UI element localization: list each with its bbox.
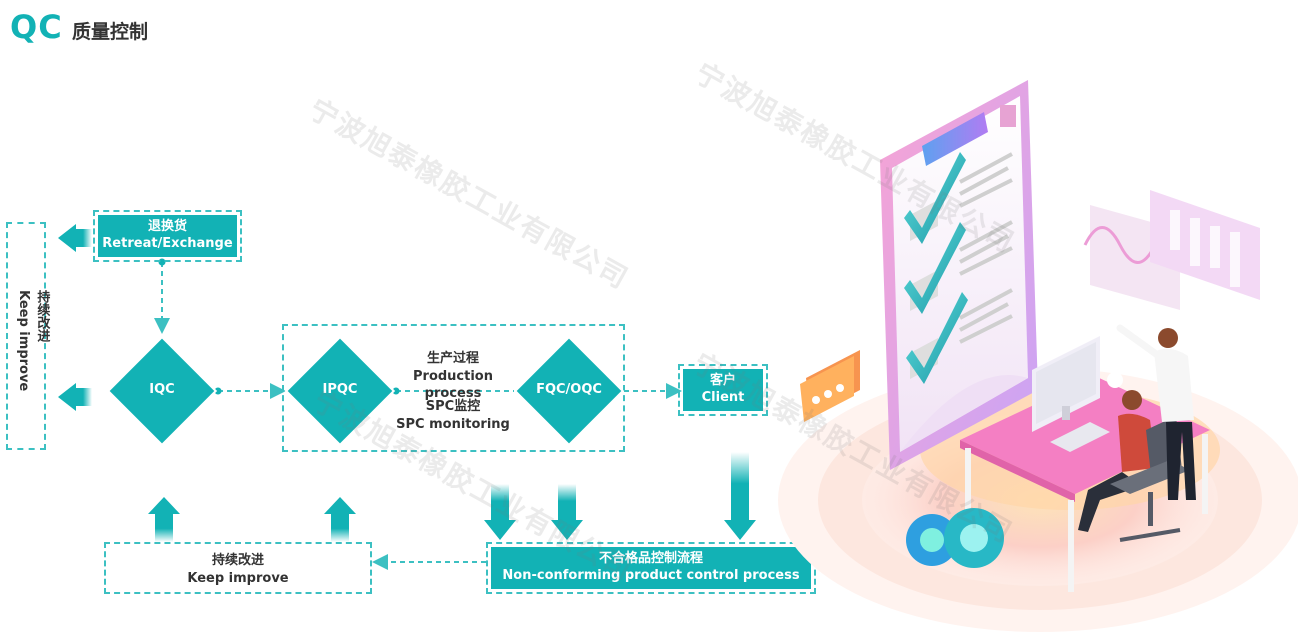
keep-improve-side-box: 持续改进 Keep improve <box>6 222 50 450</box>
keep-improve-side-zh: 持续改进 <box>34 290 50 342</box>
spc-en: SPC monitoring <box>396 416 510 432</box>
quality-control-illustration <box>778 80 1298 632</box>
production-process-label: 生产过程 Production process <box>383 350 523 403</box>
retreat-zh: 退换货 <box>147 219 187 235</box>
left-arrow-mid <box>58 383 92 411</box>
page-title: 质量控制 <box>72 21 149 43</box>
gear-icon <box>906 508 1004 568</box>
left-arrow-top <box>58 224 92 252</box>
ipqc-label: IPQC <box>322 382 358 397</box>
nonconforming-zh: 不合格品控制流程 <box>598 551 703 567</box>
iqc-label: IQC <box>149 382 175 397</box>
keep-improve-bottom-zh: 持续改进 <box>211 553 264 568</box>
client-zh: 客户 <box>709 373 736 389</box>
nonconforming-en: Non-conforming product control process <box>502 568 800 583</box>
keep-improve-side-en: Keep improve <box>16 290 32 392</box>
process-container <box>282 324 625 452</box>
production-zh: 生产过程 <box>426 351 479 366</box>
chat-bubble-icon <box>800 350 860 422</box>
retreat-exchange-box: 退换货 Retreat/Exchange <box>93 210 242 262</box>
retreat-en: Retreat/Exchange <box>102 236 233 251</box>
production-en: Production process <box>413 368 493 402</box>
keep-improve-bottom-en: Keep improve <box>187 570 289 586</box>
keep-improve-bottom-box: 持续改进 Keep improve <box>104 542 372 594</box>
spc-monitoring-label: SPC监控 SPC monitoring <box>383 398 523 433</box>
qc-logo-text: QC <box>10 8 63 46</box>
nonconforming-box: 不合格品控制流程 Non-conforming product control … <box>486 542 816 594</box>
client-box: 客户 Client <box>678 364 768 416</box>
fqc-oqc-label: FQC/OQC <box>536 382 602 397</box>
client-en: Client <box>701 390 745 405</box>
spc-zh: SPC监控 <box>425 399 481 414</box>
